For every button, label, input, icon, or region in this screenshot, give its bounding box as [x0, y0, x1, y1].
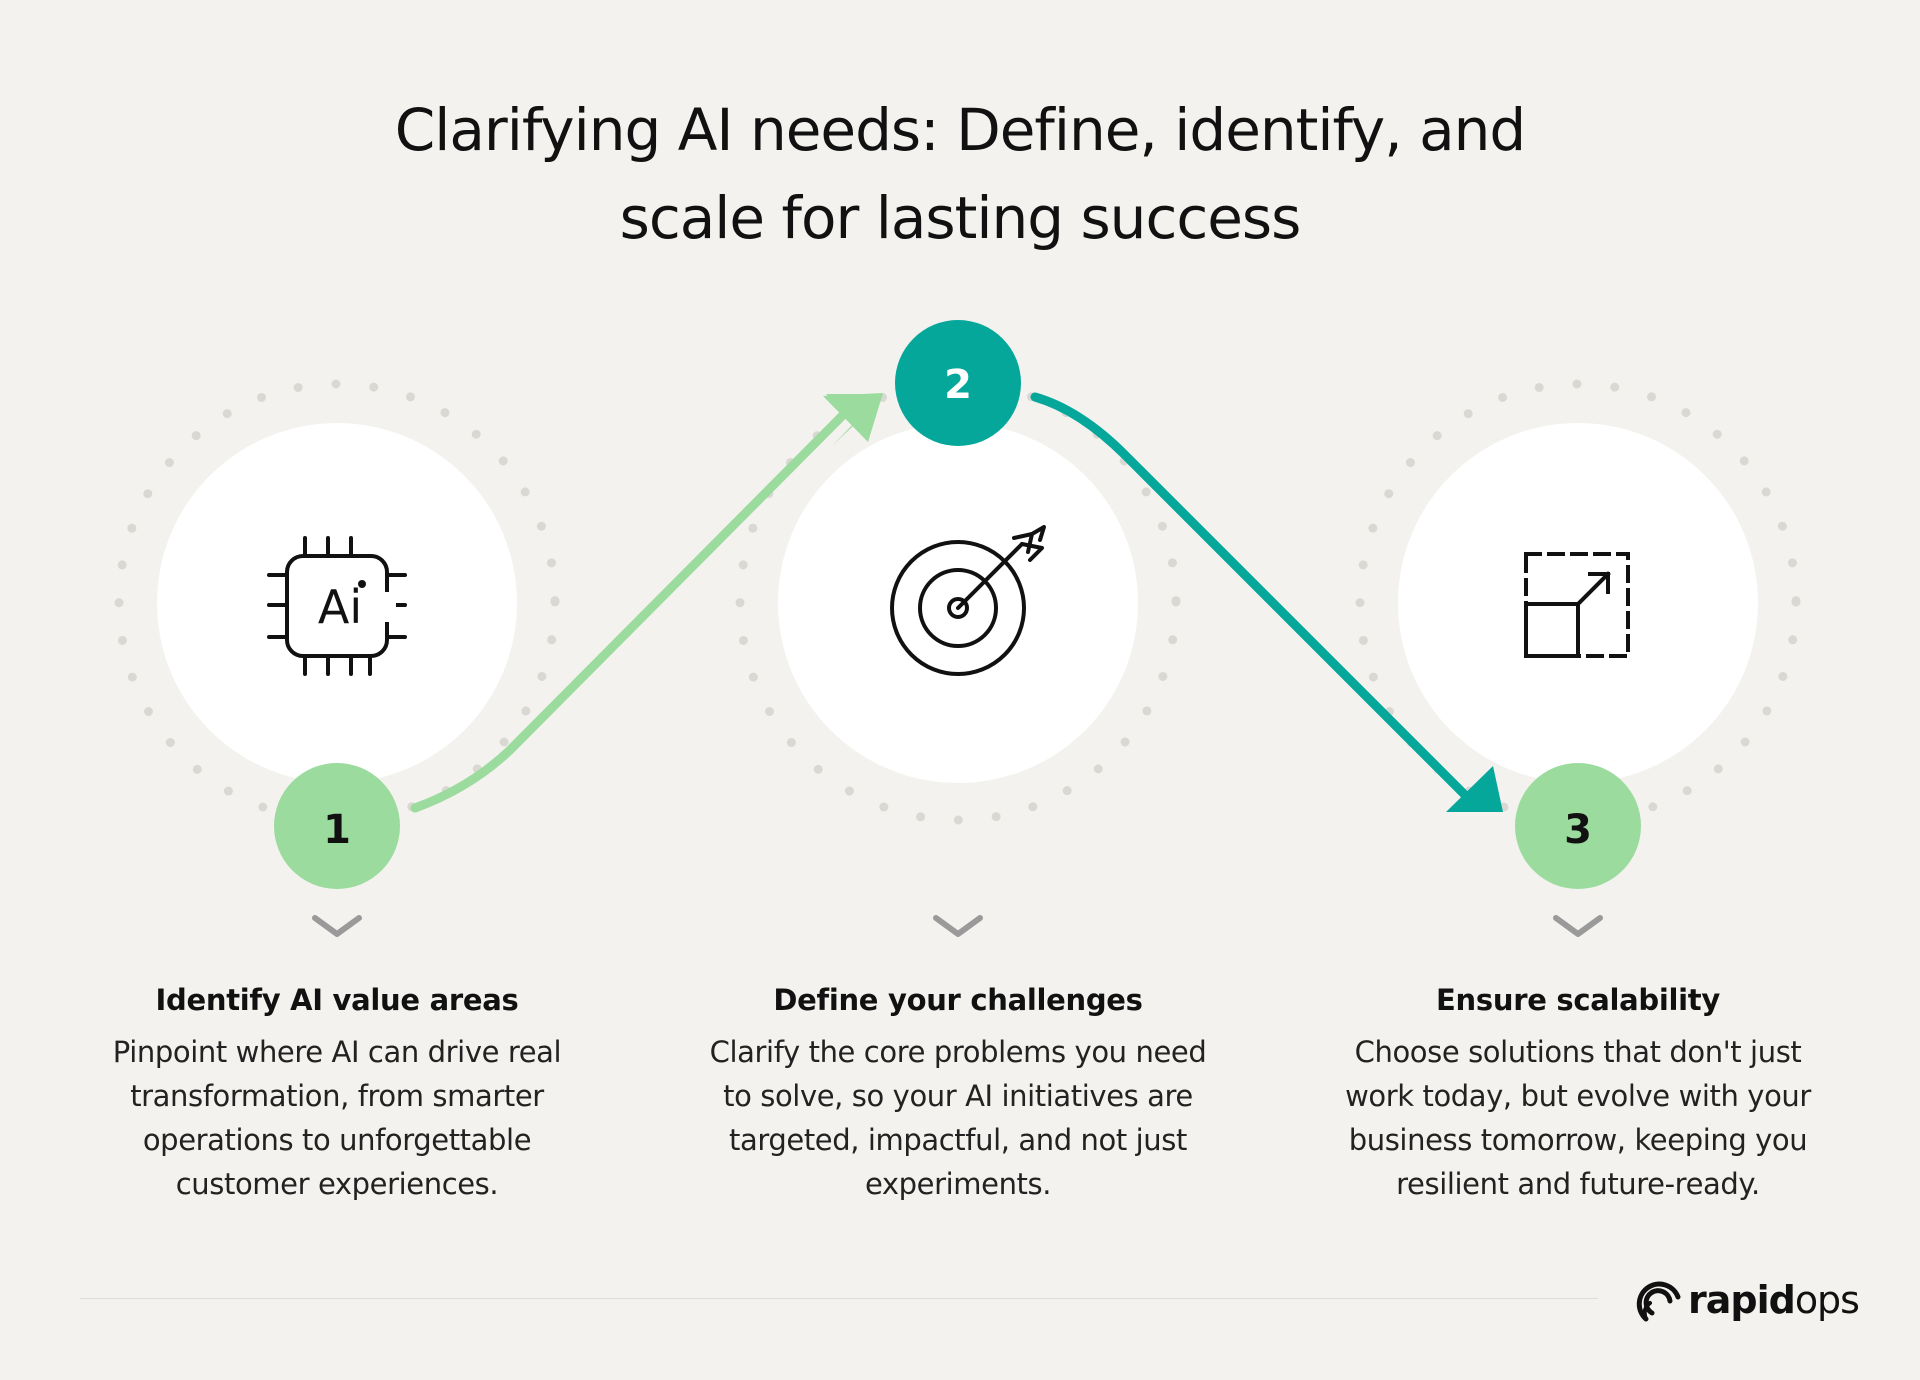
ai-chip-icon: Ai — [267, 536, 407, 676]
step-heading-3: Ensure scalability — [1436, 983, 1720, 1017]
rapidops-logo-icon — [1636, 1281, 1681, 1322]
chevron-down-icon — [1553, 915, 1603, 937]
step-number-1: 1 — [323, 807, 351, 853]
step-body-3: Choose solutions that don't just work to… — [1345, 1035, 1811, 1201]
step-circle-2 — [778, 423, 1138, 783]
target-icon — [890, 525, 1046, 676]
chevron-down-icon — [933, 915, 983, 937]
chevron-down-icon — [312, 915, 362, 937]
ai-chip-label: Ai — [318, 580, 362, 634]
title-line-2: scale for lasting success — [619, 184, 1302, 252]
step-number-2: 2 — [944, 362, 972, 408]
step-heading-2: Define your challenges — [773, 983, 1143, 1017]
step-text-1: Identify AI value areas Pinpoint where A… — [87, 980, 587, 1206]
step-circle-1 — [157, 423, 517, 783]
arrowhead-green-tip — [823, 393, 883, 442]
page-title: Clarifying AI needs: Define, identify, a… — [0, 86, 1920, 262]
logo-part-ops: ops — [1794, 1278, 1860, 1322]
title-line-1: Clarifying AI needs: Define, identify, a… — [394, 96, 1526, 164]
connector-arrow-2-3 — [1030, 392, 1480, 810]
connector-arrow-1-2 — [410, 405, 853, 813]
rapidops-wordmark: rapidops — [1688, 1278, 1860, 1322]
footer-divider — [80, 1298, 1598, 1299]
step-badge-2: 2 — [895, 320, 1021, 446]
scale-up-icon — [1524, 552, 1630, 658]
logo-part-rapid: rapid — [1688, 1278, 1796, 1322]
step-body-2: Clarify the core problems you need to so… — [709, 1035, 1207, 1201]
rapidops-logo: rapidops — [1634, 1272, 1860, 1328]
step-badge-3: 3 — [1515, 763, 1641, 889]
step-text-2: Define your challenges Clarify the core … — [708, 980, 1208, 1206]
step-badge-1: 1 — [274, 763, 400, 889]
step-text-3: Ensure scalability Choose solutions that… — [1328, 980, 1828, 1206]
step-heading-1: Identify AI value areas — [155, 983, 519, 1017]
step-number-3: 3 — [1564, 807, 1592, 853]
arrowhead-teal — [1446, 766, 1503, 812]
step-body-1: Pinpoint where AI can drive real transfo… — [112, 1035, 562, 1201]
